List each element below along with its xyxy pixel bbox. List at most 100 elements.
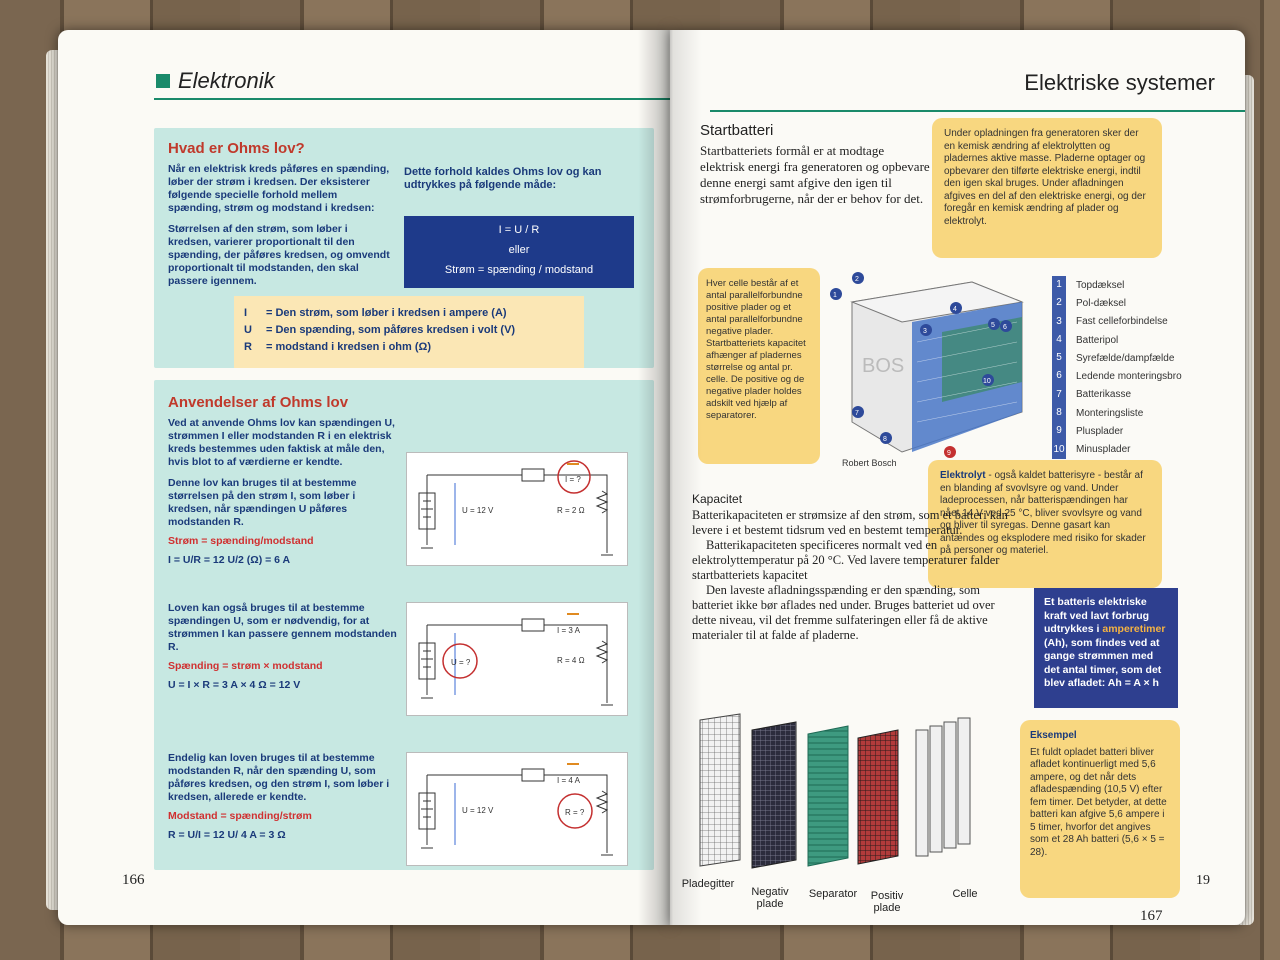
circuit-diagram-3: U = 12 V I = 4 A R = ? <box>406 752 628 866</box>
starter-battery-block: Startbatteri Startbatteriets formål er a… <box>700 122 930 207</box>
example1-calc: I = U/R = 12 U/2 (Ω) = 6 A <box>168 554 291 566</box>
ohms-law-box: Hvad er Ohms lov? Når en elektrisk kreds… <box>154 128 654 368</box>
definition-row: R= modstand i kredsen i ohm (Ω) <box>244 341 431 353</box>
part-label-cell: Celle <box>952 888 978 900</box>
example3-rule: Modstand = spænding/strøm <box>168 810 312 822</box>
battery-cutaway-illustration: BOS 1 2 3 4 5 6 7 8 9 10 Robert Bosch <box>822 262 1047 477</box>
electrolyte-note: Elektrolyt - også kaldet batterisyre - b… <box>928 460 1162 588</box>
circuit-3-voltage: U = 12 V <box>462 806 494 815</box>
left-section-header: Elektronik <box>156 68 275 94</box>
formula-primary: I = U / R <box>498 224 540 236</box>
plates-illustration: Pladegitter Negativ plade Separator Posi… <box>682 710 1010 914</box>
ohms-proportion: Størrelsen af den strøm, som løber i kre… <box>168 223 390 287</box>
example1-rule: Strøm = spænding/modstand <box>168 535 314 547</box>
left-page-number: 166 <box>122 872 145 888</box>
example2-text: Loven kan også bruges til at bestemme sp… <box>168 602 397 653</box>
example3-text: Endelig kan loven bruges til at bestemme… <box>168 752 390 803</box>
right-page: Elektriske systemer Startbatteri Startba… <box>670 30 1245 925</box>
electrolyte-title: Elektrolyt <box>940 470 986 481</box>
right-section-title: Elektriske systemer <box>1024 70 1215 95</box>
example2-rule: Spænding = strøm × modstand <box>168 660 323 672</box>
capacity-text-1: Batterikapaciteten er strømsize af den s… <box>692 508 1008 537</box>
starter-battery-text: Startbatteriets formål er at modtage ele… <box>700 143 930 206</box>
amp-hours-text-b: (Ah), som findes ved at gange strømmen m… <box>1044 636 1162 690</box>
example-text: Et fuldt opladet batteri bliver afladet … <box>1030 746 1167 858</box>
starter-battery-heading: Startbatteri <box>700 122 774 139</box>
svg-text:9: 9 <box>947 450 951 457</box>
electrolyte-text-wrap: Elektrolyt - også kaldet batterisyre - b… <box>928 460 1162 568</box>
capacity-heading: Kapacitet <box>692 492 743 506</box>
applications-intro: Ved at anvende Ohms lov kan spændingen U… <box>168 417 395 468</box>
circuit-3-resistance: R = ? <box>565 808 585 817</box>
circuit-diagram-2: U = ? I = 3 A R = 4 Ω <box>406 602 628 716</box>
formula-box: I = U / R eller Strøm = spænding / modst… <box>404 216 634 288</box>
circuit-1-drawing: U = 12 V I = ? R = 2 Ω <box>418 460 613 556</box>
right-header-rule <box>710 110 1245 112</box>
svg-text:6: 6 <box>1003 324 1007 331</box>
open-book: Elektronik Hvad er Ohms lov? Når en elek… <box>38 20 1254 935</box>
part-label-negative: Negativ plade <box>751 886 789 910</box>
svg-text:4: 4 <box>953 306 957 313</box>
svg-text:2: 2 <box>855 276 859 283</box>
formula-words: Strøm = spænding / modstand <box>444 264 594 276</box>
formula-or: eller <box>508 244 530 256</box>
capacity-text-2: Batterikapaciteten specificeres normalt … <box>692 538 1000 582</box>
applications-heading: Anvendelser af Ohms lov <box>168 394 349 411</box>
circuit-2-current: I = 3 A <box>557 626 581 635</box>
circuit-1-voltage: U = 12 V <box>462 506 494 515</box>
electrolyte-text: - også kaldet batterisyre - består af en… <box>940 470 1146 556</box>
definitions-box: I= Den strøm, som løber i kredsen i ampe… <box>234 296 584 368</box>
definition-row: I= Den strøm, som løber i kredsen i ampe… <box>244 307 507 319</box>
ohms-relation-text: Dette forhold kaldes Ohms lov og kan udt… <box>404 166 602 191</box>
part-label-grid: Pladegitter <box>681 878 735 890</box>
part-label-positive: Positiv plade <box>870 890 904 914</box>
left-page: Elektronik Hvad er Ohms lov? Når en elek… <box>58 30 670 925</box>
example-wrap: Eksempel Et fuldt opladet batteri bliver… <box>1020 720 1180 869</box>
cell-note-text: Hver celle består af et antal parallelfo… <box>706 278 806 421</box>
circuit-2-resistance: R = 4 Ω <box>557 656 585 665</box>
amp-hours-highlight: amperetimer <box>1102 623 1166 635</box>
cell-note: Hver celle består af et antal parallelfo… <box>698 268 820 464</box>
ohms-heading: Hvad er Ohms lov? <box>168 140 305 157</box>
amp-hours-box: Et batteris elektriske kraft ved lavt fo… <box>1034 588 1178 708</box>
image-credit: Robert Bosch <box>842 458 897 468</box>
capacity-text-3: Den laveste afladningsspænding er den sp… <box>692 583 995 642</box>
next-page-number-peek: 19 <box>1196 873 1210 888</box>
svg-text:1: 1 <box>833 292 837 299</box>
section-marker-square <box>156 74 170 88</box>
example-note: Eksempel Et fuldt opladet batteri bliver… <box>1020 720 1180 898</box>
part-label-separator: Separator <box>808 888 858 900</box>
ohms-intro: Når en elektrisk kreds påføres en spændi… <box>168 163 390 214</box>
example2-calc: U = I × R = 3 A × 4 Ω = 12 V <box>168 679 301 691</box>
capacity-block: Kapacitet Batterikapaciteten er strømsiz… <box>692 492 1020 643</box>
circuit-1-current: I = ? <box>565 475 581 484</box>
svg-text:10: 10 <box>983 378 991 385</box>
charging-note-text: Under opladningen fra generatoren sker d… <box>944 128 1146 227</box>
svg-text:7: 7 <box>855 410 859 417</box>
circuit-2-voltage: U = ? <box>451 658 471 667</box>
charging-note: Under opladningen fra generatoren sker d… <box>932 118 1162 258</box>
circuit-2-drawing: U = ? I = 3 A R = 4 Ω <box>418 613 613 706</box>
svg-text:5: 5 <box>991 322 995 329</box>
applications-box: Anvendelser af Ohms lov Ved at anvende O… <box>154 380 654 870</box>
definition-row: U= Den spænding, som påføres kredsen i v… <box>244 324 516 336</box>
left-section-title: Elektronik <box>178 68 275 93</box>
example1-text: Denne lov kan bruges til at bestemme stø… <box>168 477 357 528</box>
circuit-3-drawing: U = 12 V I = 4 A R = ? <box>418 763 613 856</box>
circuit-1-resistance: R = 2 Ω <box>557 506 585 515</box>
amp-hours-text-a: Et batteris elektriske kraft ved lavt fo… <box>1044 596 1150 635</box>
circuit-diagram-1: U = 12 V I = ? R = 2 Ω <box>406 452 628 566</box>
circuit-3-current: I = 4 A <box>557 776 581 785</box>
right-page-number: 167 <box>1140 908 1163 924</box>
